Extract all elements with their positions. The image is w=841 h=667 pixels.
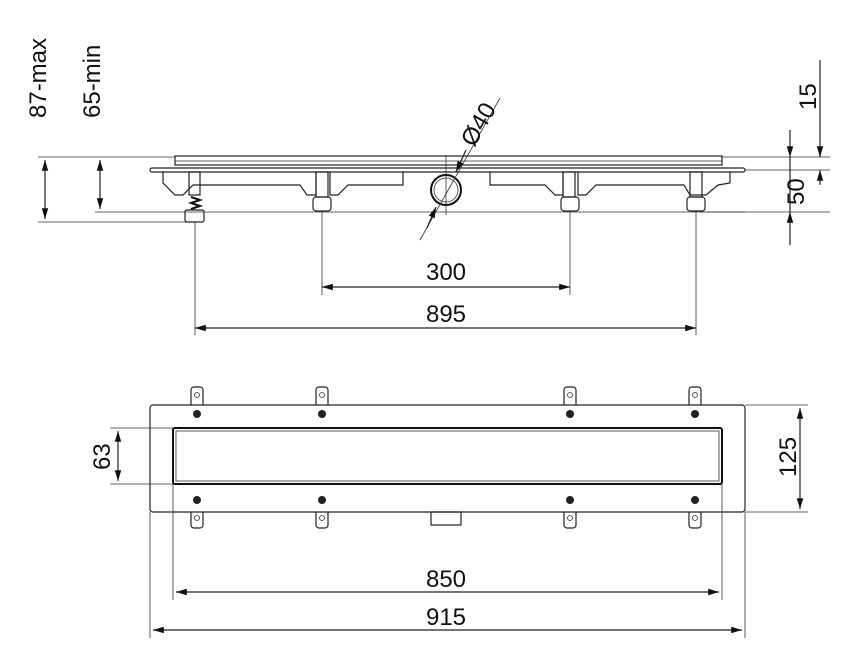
channel-width-label: 63 [89,443,116,470]
outlet [430,511,462,526]
channel-grate [172,427,723,485]
flange [149,167,746,173]
side-view: Ø40 87-max 65-min 15 50 300 895 [25,38,830,335]
top-view: 63 125 850 915 [89,386,808,638]
inner-leg-spacing-label: 300 [426,259,466,286]
grate-height-label: 15 [795,83,822,110]
leveling-legs [184,171,706,223]
total-length-label: 915 [426,604,466,631]
max-height-label: 87-max [25,38,52,118]
flange-width-label: 125 [775,437,802,477]
min-height-label: 65-min [79,45,106,118]
flange-outline [149,404,746,513]
channel-length-label: 850 [426,566,466,593]
outer-leg-spacing-label: 895 [426,301,466,328]
body-height-label: 50 [783,178,810,205]
grate [174,155,723,166]
mounting-lugs [190,386,702,529]
channel-body [162,172,731,196]
